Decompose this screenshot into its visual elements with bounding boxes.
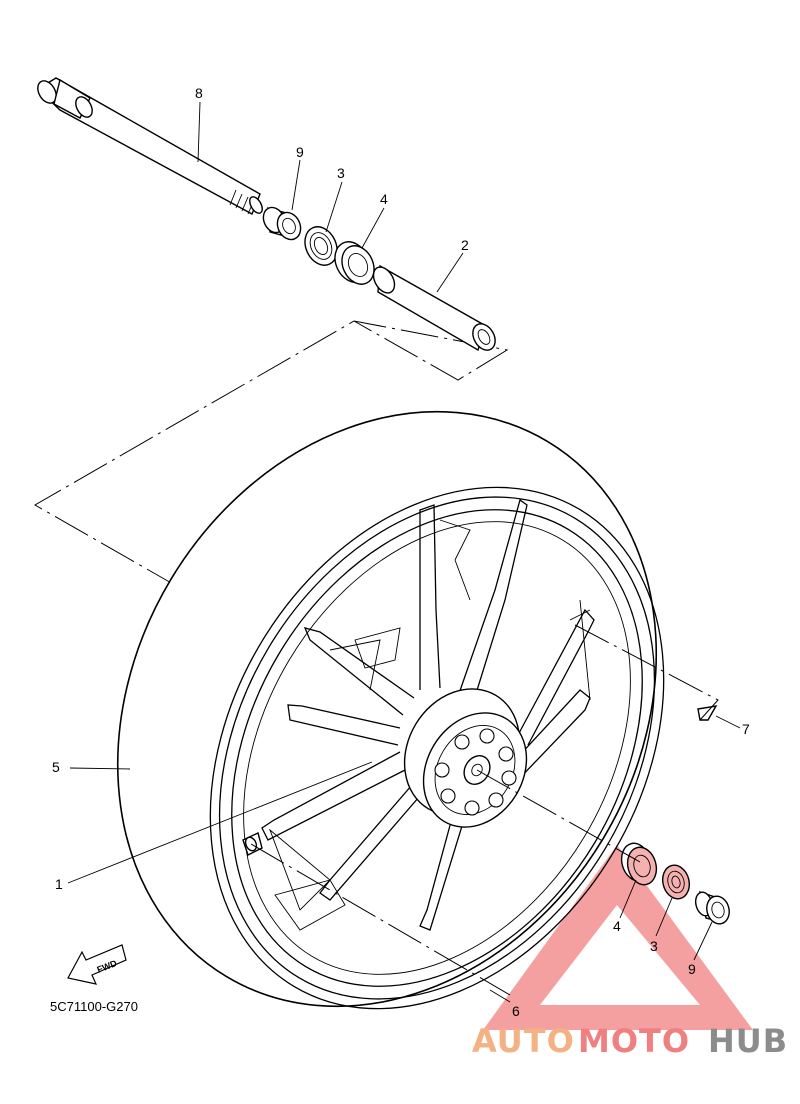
bearing-part-lower [620,842,658,886]
tire-part [116,410,665,1010]
callout-2: 2 [461,237,469,253]
collar-part-lower [694,890,730,925]
watermark-triangle [483,845,753,1030]
watermark-logo: AUTO MOTO HUB [472,1022,788,1060]
oil-seal-part-lower [661,864,691,900]
leader-lines [67,101,741,1003]
callout-9-top: 9 [296,144,304,160]
balance-weight-part [697,705,718,721]
tire-valve-part [242,832,263,856]
callout-4-top: 4 [380,191,388,207]
axle-part [36,77,263,215]
fwd-arrow-icon: FWD [67,944,127,985]
callout-4-lower: 4 [613,918,621,934]
watermark-moto: MOTO [578,1022,690,1060]
bearing-part [334,241,375,285]
assembly-plane-outline [33,320,509,589]
weight-axis-line [574,624,719,721]
callout-3-top: 3 [337,165,345,181]
spacer-part [372,264,496,352]
callout-8: 8 [195,85,203,101]
watermark-hub: HUB [708,1022,788,1060]
callout-6: 6 [512,1003,520,1019]
watermark-auto: AUTO [472,1022,575,1060]
callout-3-lower: 3 [650,938,658,954]
diagram-code: 5C71100-G270 [50,999,138,1014]
cast-wheel-part [231,498,643,987]
hub-axis-line [476,769,641,863]
callout-1: 1 [55,876,63,892]
callout-5: 5 [52,759,60,775]
collar-part [262,206,302,241]
callout-9-lower: 9 [688,961,696,977]
callout-7: 7 [742,721,750,737]
oil-seal-part [304,226,338,266]
valve-axis-line [250,843,511,996]
